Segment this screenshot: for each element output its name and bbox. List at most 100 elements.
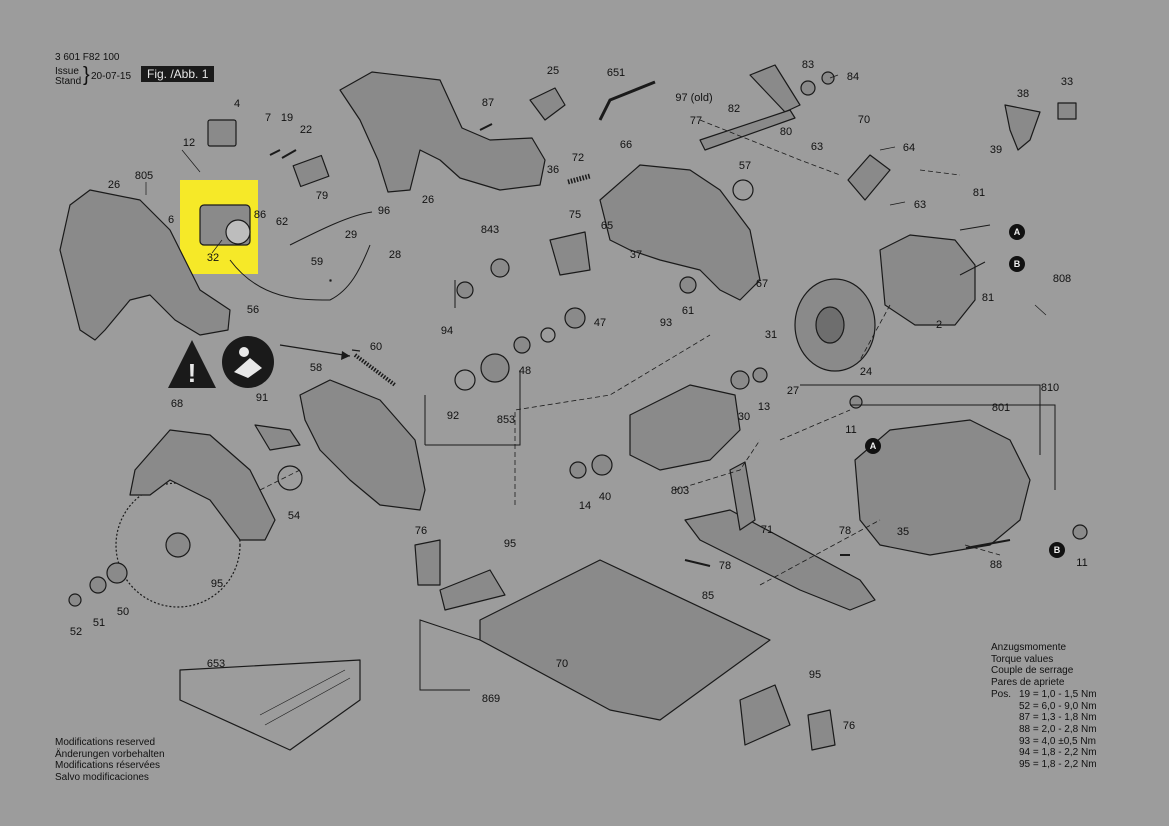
part-label[interactable]: 35 (896, 526, 910, 538)
part-label[interactable]: 81 (972, 187, 986, 199)
torque-row: 19 = 1,0 - 1,5 Nm (1019, 688, 1097, 700)
svg-text:!: ! (188, 358, 197, 388)
part-label[interactable]: 12 (182, 137, 196, 149)
part-label[interactable]: 91 (255, 392, 269, 404)
part-label[interactable]: 58 (309, 362, 323, 374)
part-label[interactable]: 37 (629, 249, 643, 261)
part-label[interactable]: 51 (92, 617, 106, 629)
part-label[interactable]: 95 (808, 669, 822, 681)
torque-title: Couple de serrage (991, 665, 1074, 677)
part-label[interactable]: 26 (421, 194, 435, 206)
part-label[interactable]: 82 (727, 103, 741, 115)
part-label[interactable]: 33 (1060, 76, 1074, 88)
callout-a[interactable]: A (865, 438, 881, 454)
part-label[interactable]: 68 (170, 398, 184, 410)
part-label[interactable]: 47 (593, 317, 607, 329)
part-label[interactable]: 651 (606, 67, 626, 79)
part-label[interactable]: 76 (842, 720, 856, 732)
part-label[interactable]: 71 (760, 524, 774, 536)
part-label[interactable]: 80 (779, 126, 793, 138)
part-label[interactable]: 81 (981, 292, 995, 304)
part-label[interactable]: 30 (737, 411, 751, 423)
part-label[interactable]: 79 (315, 190, 329, 202)
part-label[interactable]: 808 (1052, 273, 1072, 285)
part-label[interactable]: 52 (69, 626, 83, 638)
part-label[interactable]: 801 (991, 402, 1011, 414)
part-label[interactable]: 22 (299, 124, 313, 136)
part-label[interactable]: 40 (598, 491, 612, 503)
part-label[interactable]: 70 (857, 114, 871, 126)
part-label[interactable]: 653 (206, 658, 226, 670)
part-label[interactable]: 6 (167, 214, 175, 226)
part-label[interactable]: 843 (480, 224, 500, 236)
part-label[interactable]: 96 (377, 205, 391, 217)
part-label[interactable]: 93 (659, 317, 673, 329)
part-label[interactable]: 803 (670, 485, 690, 497)
part-label[interactable]: 19 (280, 112, 294, 124)
part-label[interactable]: 76 (414, 525, 428, 537)
part-label[interactable]: 67 (755, 278, 769, 290)
part-label[interactable]: 29 (344, 229, 358, 241)
part-label[interactable]: 86 (253, 209, 267, 221)
field-coil (879, 234, 976, 326)
part-label[interactable]: 87 (481, 97, 495, 109)
part-label[interactable]: 39 (989, 144, 1003, 156)
part-label[interactable]: 56 (246, 304, 260, 316)
part-label[interactable]: 27 (786, 385, 800, 397)
part-label[interactable]: 28 (388, 249, 402, 261)
part-label[interactable]: 72 (571, 152, 585, 164)
part-label[interactable]: 24 (859, 366, 873, 378)
part-label[interactable]: 85 (701, 590, 715, 602)
part-label[interactable]: 31 (764, 329, 778, 341)
part-label[interactable]: 54 (287, 510, 301, 522)
part-label[interactable]: 48 (518, 365, 532, 377)
part-label[interactable]: 805 (134, 170, 154, 182)
part-label[interactable]: 97 (old) (675, 92, 713, 104)
part-label[interactable]: 70 (555, 658, 569, 670)
part-label[interactable]: 78 (718, 560, 732, 572)
part-label[interactable]: 869 (481, 693, 501, 705)
part-label[interactable]: 7 (264, 112, 272, 124)
rear-handle (59, 189, 231, 341)
part-label[interactable]: 64 (902, 142, 916, 154)
part-label[interactable]: 62 (275, 216, 289, 228)
part-label[interactable]: 77 (689, 115, 703, 127)
part-label[interactable]: 94 (440, 325, 454, 337)
part-label[interactable]: 84 (846, 71, 860, 83)
part-label[interactable]: 50 (116, 606, 130, 618)
part-label[interactable]: 60 (369, 341, 383, 353)
part-label[interactable]: 4 (233, 98, 241, 110)
part-label[interactable]: 810 (1040, 382, 1060, 394)
modifications-line: Änderungen vorbehalten (55, 748, 165, 760)
torque-row: 94 = 1,8 - 2,2 Nm (1019, 747, 1097, 759)
part-label-highlighted[interactable]: 32 (206, 252, 220, 264)
part-label[interactable]: 61 (681, 305, 695, 317)
part-label[interactable]: 88 (989, 559, 1003, 571)
part-label[interactable]: 63 (810, 141, 824, 153)
part-label[interactable]: 83 (801, 59, 815, 71)
part-label[interactable]: 14 (578, 500, 592, 512)
callout-b[interactable]: B (1049, 542, 1065, 558)
part-label[interactable]: 66 (619, 139, 633, 151)
part-label[interactable]: 2 (935, 319, 943, 331)
part-label[interactable]: 95 (503, 538, 517, 550)
part-label[interactable]: 95 (210, 578, 224, 590)
part-label[interactable]: 25 (546, 65, 560, 77)
part-label[interactable]: 92 (446, 410, 460, 422)
part-label[interactable]: 26 (107, 179, 121, 191)
lower-blade-guard (129, 429, 276, 541)
part-label[interactable]: 13 (757, 401, 771, 413)
part-label[interactable]: 853 (496, 414, 516, 426)
part-label[interactable]: 59 (310, 256, 324, 268)
part-label[interactable]: 63 (913, 199, 927, 211)
part-label[interactable]: 57 (738, 160, 752, 172)
callout-a[interactable]: A (1009, 224, 1025, 240)
part-label[interactable]: 65 (600, 220, 614, 232)
part-label[interactable]: 11 (845, 424, 857, 436)
part-label[interactable]: 75 (568, 209, 582, 221)
part-label[interactable]: 36 (546, 164, 560, 176)
part-label[interactable]: 11 (1076, 557, 1088, 569)
part-label[interactable]: 78 (838, 525, 852, 537)
callout-b[interactable]: B (1009, 256, 1025, 272)
part-label[interactable]: 38 (1016, 88, 1030, 100)
